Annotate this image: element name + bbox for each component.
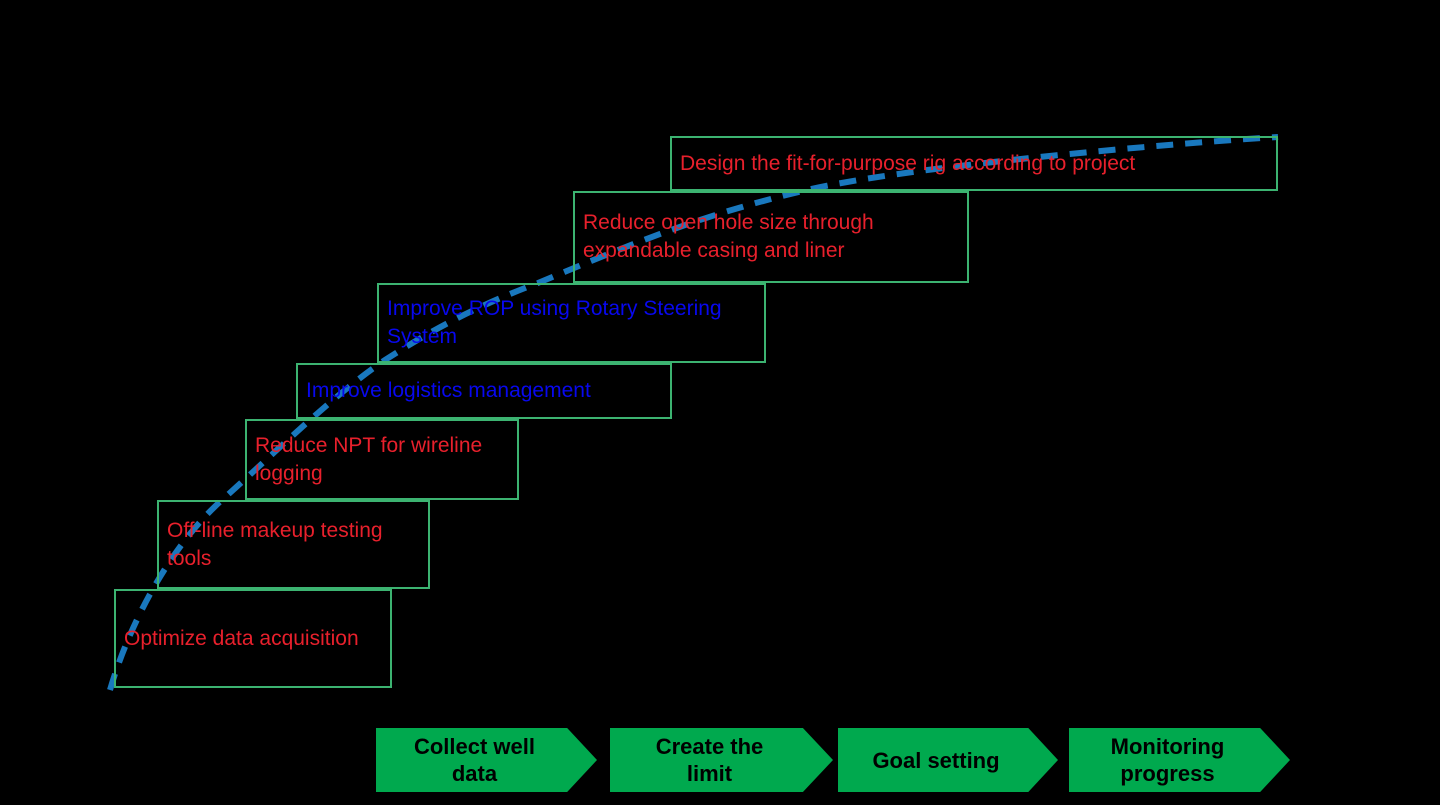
step-label: Collect well data	[413, 734, 536, 786]
box-reduce-npt-wireline-logging: Reduce NPT for wireline logging	[245, 419, 519, 500]
step-label: Goal setting	[872, 747, 1000, 773]
step-arrow-goal-setting: Goal setting	[838, 728, 1058, 792]
box-optimize-data-acquisition: Optimize data acquisition	[114, 589, 392, 688]
box-label: Improve ROP using Rotary Steering System	[387, 297, 722, 348]
box-reduce-open-hole-size: Reduce open hole size through expandable…	[573, 191, 969, 283]
box-label: Off-line makeup testing tools	[167, 518, 383, 570]
step-arrow-create-the-limit: Create the limit	[610, 728, 833, 792]
box-improve-rop-rotary-steering: Improve ROP using Rotary Steering System	[377, 283, 766, 363]
box-improve-logistics-management: Improve logistics management	[296, 363, 672, 419]
step-arrow-monitoring-progress: Monitoring progress	[1069, 728, 1290, 792]
box-offline-makeup-testing-tools: Off-line makeup testing tools	[157, 500, 430, 589]
step-label: Monitoring progress	[1110, 734, 1225, 786]
box-design-fit-for-purpose-rig: Design the fit-for-purpose rig according…	[670, 136, 1278, 191]
step-label: Create the limit	[655, 734, 764, 786]
box-label: Optimize data acquisition	[124, 626, 359, 650]
box-label: Reduce open hole size through expandable…	[583, 211, 874, 262]
box-label: Reduce NPT for wireline logging	[255, 433, 483, 485]
dashed-learning-curve	[107, 134, 1279, 691]
box-label: Design the fit-for-purpose rig according…	[680, 151, 1136, 175]
box-label: Improve logistics management	[306, 379, 591, 402]
step-arrow-collect-well-data: Collect well data	[376, 728, 597, 792]
